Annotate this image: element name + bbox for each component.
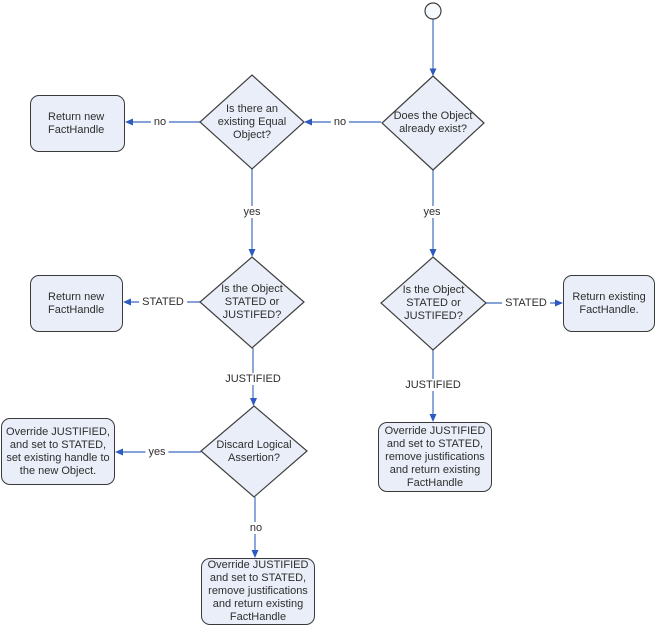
arrowhead-right-icon [555,299,563,307]
edge-label-state-left-justified: JUSTIFIED [222,373,284,385]
box-override-justified-remove-justifications-right: Override JUSTIFIED and set to STATED, re… [378,422,492,492]
decision-discard-logical-assertion-label: Discard Logical Assertion? [216,438,292,464]
edge-label-discard-no: no [246,522,266,534]
edge-label-exist-no: no [330,116,350,128]
box-return-new-facthandle-top: Return new FactHandle [30,95,125,152]
arrowhead-down-icon [429,249,437,257]
connector-start-to-exist [429,19,437,76]
edge-label-equal-yes: yes [240,206,264,218]
arrowhead-down-icon [429,414,437,422]
decision-stated-or-justified-left-label: Is the Object STATED or JUSTIFED? [221,283,283,321]
edge-label-state-left-stated: STATED [139,296,187,308]
decision-does-object-exist-label: Does the Object already exist? [393,110,473,135]
arrowhead-left-icon [123,298,131,306]
box-override-justified-set-handle: Override JUSTIFIED, and set to STATED, s… [1,418,115,485]
decision-existing-equal-object [199,74,305,170]
box-return-existing-facthandle: Return existing FactHandle. [563,275,655,332]
arrowhead-down-icon [248,249,256,257]
decision-stated-or-justified-left [199,256,305,349]
edge-label-exist-yes: yes [420,206,444,218]
edge-label-discard-yes: yes [145,446,169,458]
decision-stated-or-justified-right-label: Is the Object STATED or JUSTIFED? [402,284,465,322]
decision-stated-or-justified-right [380,256,487,351]
arrowhead-down-icon [429,68,437,76]
decision-does-object-exist [381,75,485,171]
edge-label-equal-no: no [150,116,170,128]
arrowhead-left-icon [125,118,133,126]
arrowhead-down-icon [250,398,257,406]
box-override-justified-remove-justifications-bottom: Override JUSTIFIED and set to STATED, re… [201,558,315,625]
arrowhead-left-icon [304,118,312,126]
edge-label-state-right-justified: JUSTIFIED [402,379,464,391]
arrowhead-down-icon [251,550,259,558]
start-node [424,2,442,20]
edge-label-state-right-stated: STATED [502,297,550,309]
decision-discard-logical-assertion [200,405,308,498]
arrowhead-left-icon [115,448,123,456]
decision-existing-equal-object-label: Is there an existing Equal Object? [217,102,287,141]
box-return-new-facthandle-mid: Return new FactHandle [30,275,123,332]
